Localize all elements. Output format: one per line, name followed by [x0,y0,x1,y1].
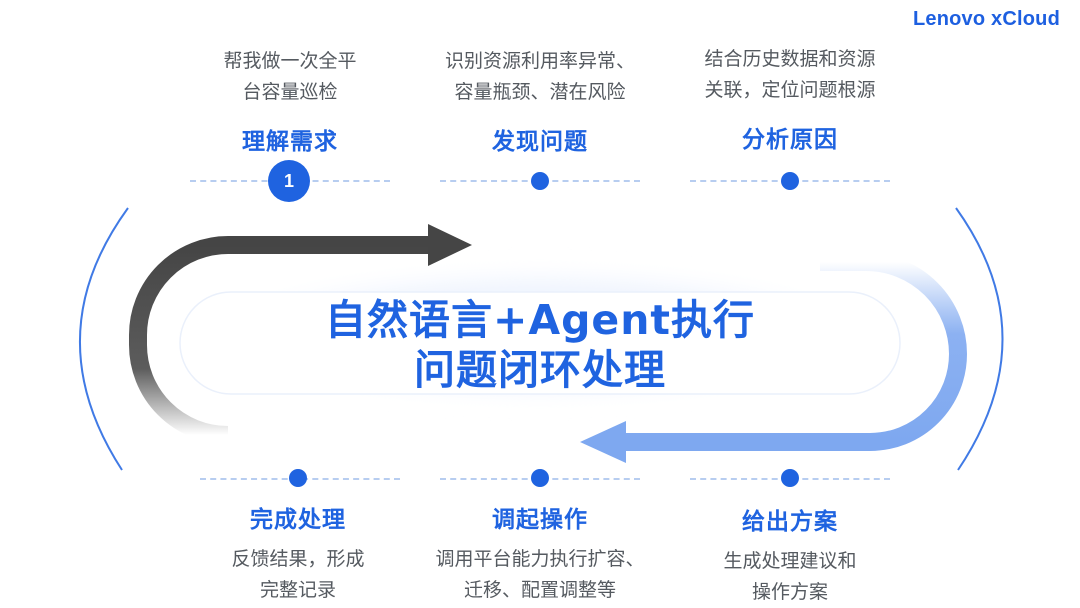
brand-logo: Lenovo xCloud [912,8,1060,30]
step-title: 发现问题 [492,129,588,155]
step-desc-line: 结合历史数据和资源 [704,48,876,70]
step-number-badge: 1 [268,160,310,202]
step-desc-line: 迁移、配置调整等 [463,579,616,601]
step-complete-handling: 完成处理 反馈结果，形成 完整记录 [168,500,428,606]
step-desc-line: 识别资源利用率异常、 [444,50,635,72]
step-title: 给出方案 [742,509,838,535]
center-title-line1: 自然语言+Agent执行 [324,296,756,344]
dark-arrow [129,236,430,444]
blue-arrowhead [580,421,626,463]
step-give-plan: 给出方案 生成处理建议和 操作方案 [660,502,920,608]
step-dot [289,469,307,487]
step-understand-needs: 帮我做一次全平 台容量巡检 理解需求 [160,46,420,156]
step-desc-line: 帮我做一次全平 [223,50,357,72]
step-title: 完成处理 [250,507,346,533]
step-desc-line: 操作方案 [751,581,828,603]
step-analyze-cause: 结合历史数据和资源 关联，定位问题根源 分析原因 [660,44,920,154]
blue-arrow [622,253,968,451]
outer-arc-right [955,207,1004,471]
step-dot [531,469,549,487]
step-dot [531,172,549,190]
step-desc-line: 容量瓶颈、潜在风险 [454,81,626,103]
step-desc-line: 调用平台能力执行扩容、 [435,548,645,570]
step-title: 调起操作 [492,507,588,533]
dark-arrowhead [428,224,472,266]
step-desc-line: 关联，定位问题根源 [704,79,876,101]
outer-arc-left [79,207,129,471]
center-pill [179,291,901,395]
center-title-line2: 问题闭环处理 [414,346,666,394]
step-invoke-operation: 调起操作 调用平台能力执行扩容、 迁移、配置调整等 [410,500,670,606]
step-title: 分析原因 [742,127,838,153]
step-dot [781,172,799,190]
step-find-problem: 识别资源利用率异常、 容量瓶颈、潜在风险 发现问题 [410,46,670,156]
step-desc-line: 生成处理建议和 [723,550,857,572]
step-desc-line: 反馈结果，形成 [231,548,365,570]
step-dot [781,469,799,487]
step-desc-line: 完整记录 [259,579,336,601]
step-desc-line: 台容量巡检 [242,81,338,103]
step-title: 理解需求 [242,129,338,155]
